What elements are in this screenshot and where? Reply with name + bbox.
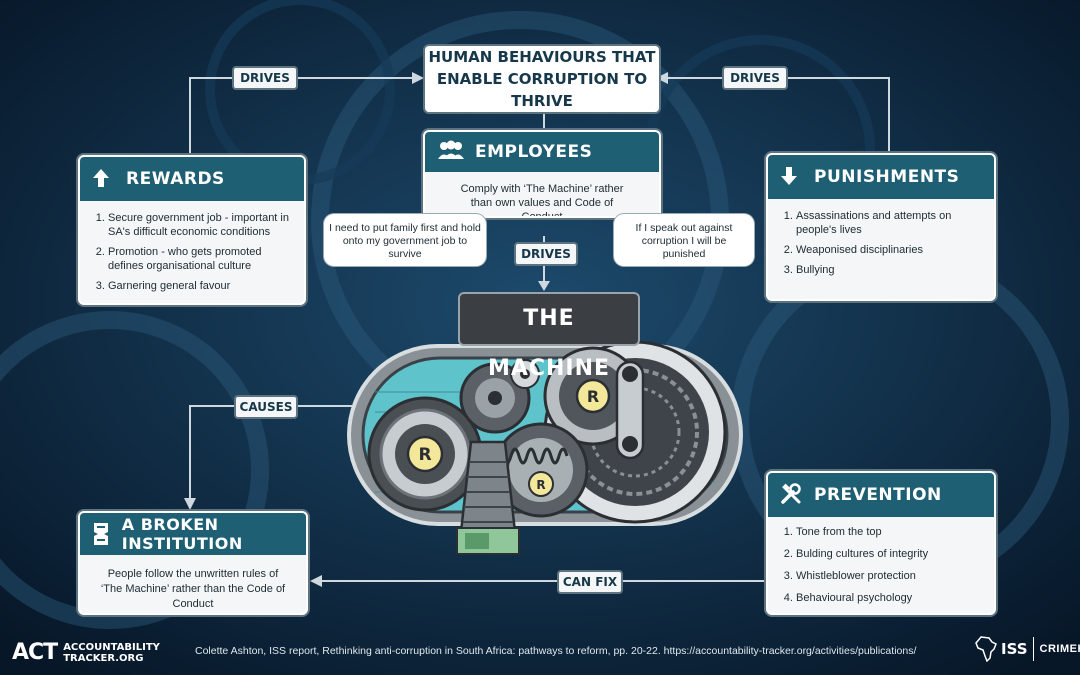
coin-icon: R <box>528 471 554 497</box>
can-fix-label: CAN FIX <box>557 570 623 594</box>
machine-illustration: R R R <box>347 340 743 555</box>
iss-text: ISS <box>1001 640 1028 658</box>
punishments-title: PUNISHMENTS <box>814 167 960 187</box>
diagram-title: HUMAN BEHAVIOURS THAT ENABLE CORRUPTION … <box>423 44 661 114</box>
iss-crimehub-logo: ISS CRIMEHUB <box>975 636 1080 662</box>
employees-card: EMPLOYEES Comply with ‘The Machine’ rath… <box>423 130 661 218</box>
employees-bubble-left: I need to put family first and hold onto… <box>324 214 486 266</box>
list-item: Assassinations and attempts on people's … <box>796 209 982 237</box>
broken-institution-text: People follow the unwritten rules of ‘Th… <box>100 568 286 610</box>
employees-text: Comply with ‘The Machine’ rather than ow… <box>460 183 624 218</box>
punishments-header: PUNISHMENTS <box>768 155 994 199</box>
people-icon <box>437 140 465 164</box>
logo-line-2: TRACKER.ORG <box>63 652 144 664</box>
list-item: Weaponised disciplinaries <box>796 243 982 257</box>
coin-icon: R <box>575 378 611 414</box>
coin-label: R <box>587 387 599 406</box>
prevention-header: PREVENTION <box>768 473 994 517</box>
title-line-1: HUMAN BEHAVIOURS THAT <box>428 48 656 66</box>
arrow-down-icon <box>780 165 804 189</box>
coin-label: R <box>536 478 545 492</box>
drives-label-right: DRIVES <box>722 66 788 90</box>
punishments-list: Assassinations and attempts on people's … <box>768 199 994 289</box>
list-item: Whistleblower protection <box>796 569 982 583</box>
coin-label: R <box>418 445 431 465</box>
list-item: Tone from the top <box>796 525 982 539</box>
crimehub-text: CRIMEHUB <box>1039 643 1080 655</box>
title-line-2: ENABLE CORRUPTION TO THRIVE <box>436 70 648 110</box>
list-item: Secure government job - important in SA'… <box>108 211 292 239</box>
rewards-header: REWARDS <box>80 157 304 201</box>
drives-label-center: DRIVES <box>514 242 578 266</box>
logo-mark: ACT <box>12 640 58 665</box>
broken-institution-card: A BROKEN INSTITUTION People follow the u… <box>78 511 308 615</box>
africa-icon <box>975 636 997 662</box>
arrow-up-icon <box>92 167 116 191</box>
rewards-title: REWARDS <box>126 169 225 189</box>
money-chute <box>459 440 517 534</box>
broken-institution-header: A BROKEN INSTITUTION <box>80 513 306 555</box>
employees-bubble-right: If I speak out against corruption I will… <box>614 214 754 266</box>
prevention-list: Tone from the top Bulding cultures of in… <box>768 517 994 613</box>
employees-header: EMPLOYEES <box>425 132 659 172</box>
logo-line-1: ACCOUNTABILITY <box>63 641 160 653</box>
drives-label-left: DRIVES <box>232 66 298 90</box>
broken-institution-title: A BROKEN INSTITUTION <box>121 515 243 553</box>
employees-title: EMPLOYEES <box>475 142 593 162</box>
banknote-icon <box>456 527 520 555</box>
gear-icon <box>510 359 540 389</box>
machine-title: THE MACHINE <box>458 292 640 381</box>
list-item: Bulding cultures of integrity <box>796 547 982 561</box>
crank-icon <box>615 360 645 460</box>
citation: Colette Ashton, ISS report, Rethinking a… <box>195 645 917 657</box>
prevention-title: PREVENTION <box>814 485 942 505</box>
list-item: Bullying <box>796 263 982 277</box>
rewards-list: Secure government job - important in SA'… <box>80 201 304 303</box>
tools-icon <box>780 483 804 507</box>
prevention-card: PREVENTION Tone from the top Bulding cul… <box>766 471 996 615</box>
rewards-card: REWARDS Secure government job - importan… <box>78 155 306 305</box>
torn-document-icon <box>92 522 112 546</box>
list-item: Behavioural psychology <box>796 591 982 605</box>
punishments-card: PUNISHMENTS Assassinations and attempts … <box>766 153 996 301</box>
accountability-tracker-logo: ACT ACCOUNTABILITY TRACKER.ORG <box>12 640 160 665</box>
list-item: Garnering general favour <box>108 279 292 293</box>
causes-label: CAUSES <box>234 395 298 419</box>
gear-icon <box>493 422 589 518</box>
list-item: Promotion - who gets promoted defines or… <box>108 245 292 273</box>
coin-icon: R <box>406 435 444 473</box>
